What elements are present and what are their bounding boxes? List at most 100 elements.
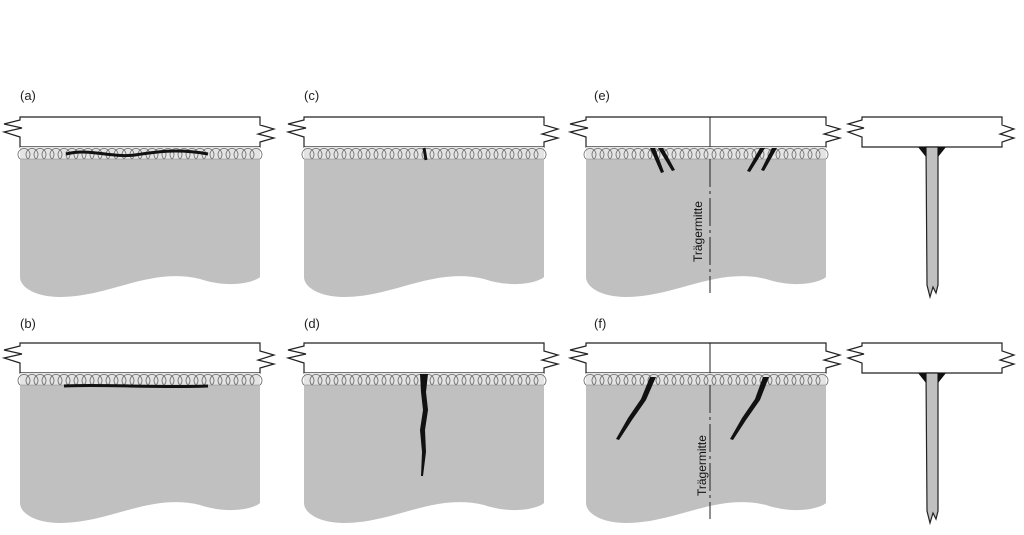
weld-ripple (695, 374, 709, 386)
weld-ripple (469, 374, 483, 386)
weld-ripple (193, 148, 207, 160)
weld-ripple (791, 374, 805, 386)
weld-ripple (153, 374, 167, 386)
beam-elevation-f (567, 342, 843, 523)
weld-ripple (381, 374, 395, 386)
weld-bead (583, 373, 829, 386)
xsec-flange (845, 116, 1017, 148)
weld-ripple (365, 148, 379, 160)
weld-ripple (137, 374, 151, 386)
cross-section-bottom (845, 342, 1017, 526)
weld-ripple (241, 374, 255, 386)
weld-ripple (89, 148, 103, 160)
weld-ripple (49, 148, 63, 160)
weld-ripple (429, 148, 443, 160)
weld-ripple (727, 148, 741, 160)
weld-ripple (799, 148, 813, 160)
weld-ripple (225, 148, 239, 160)
weld-ripple (445, 148, 459, 160)
weld-ripple (97, 374, 111, 386)
weld-ripple (349, 148, 363, 160)
weld-ripple (65, 374, 79, 386)
weld-ripple (113, 374, 127, 386)
weld-ripple (201, 148, 215, 160)
weld-ripple (775, 148, 789, 160)
weld-ripple (357, 148, 371, 160)
flange-plate (1, 342, 277, 374)
weld-ripple (129, 374, 143, 386)
xsec-web (925, 372, 939, 526)
weld-ripple (501, 374, 515, 386)
weld-ripple (711, 374, 725, 386)
weld-ripple (233, 374, 247, 386)
weld-ripple (57, 148, 71, 160)
web-plate (304, 147, 544, 297)
panel-label-b: (b) (20, 316, 36, 331)
web-plate (586, 147, 826, 297)
weld-ripple (17, 148, 31, 160)
weld-ripple (73, 374, 87, 386)
weld-ripple (217, 148, 231, 160)
weld-ripple (477, 148, 491, 160)
flange-plate (285, 342, 561, 374)
weld-ripple (591, 148, 605, 160)
weld-ripple (607, 148, 621, 160)
weld-ripple (81, 148, 95, 160)
weld-ripple (719, 148, 733, 160)
panel-label-e: (e) (594, 88, 610, 103)
weld-ripple (501, 148, 515, 160)
weld-ripple (333, 374, 347, 386)
panel-b: (b) (1, 316, 277, 523)
cross-section-top (845, 116, 1017, 300)
weld-ripple (437, 148, 451, 160)
crack-b (63, 383, 209, 389)
xsec-weld-left (918, 373, 926, 383)
weld-ripple (333, 148, 347, 160)
weld-ripple (687, 374, 701, 386)
weld-ripple (735, 148, 749, 160)
weld-ripple (397, 148, 411, 160)
flange-plate (567, 116, 843, 148)
weld-ripple (437, 374, 451, 386)
weld-ripple (461, 374, 475, 386)
web-plate (20, 147, 260, 297)
panel-a: (a) (1, 88, 277, 297)
beam-elevation-b (1, 342, 277, 523)
weld-ripple (517, 148, 531, 160)
panel-label-d: (d) (304, 316, 320, 331)
weld-ripple (241, 148, 255, 160)
weld-ripple (89, 374, 103, 386)
weld-ripple (373, 148, 387, 160)
crack-a (65, 149, 209, 158)
panel-d: (d) (285, 316, 561, 523)
weld-ripple (631, 148, 645, 160)
weld-ripple (57, 374, 71, 386)
weld-ripple (209, 148, 223, 160)
weld-ripple (169, 148, 183, 160)
weld-ripple (161, 148, 175, 160)
weld-ripple (81, 374, 95, 386)
weld-ripple (583, 374, 597, 386)
crack-c (422, 147, 428, 161)
weld-ripple (703, 374, 717, 386)
axis-label-e: Trägermitte (691, 201, 705, 262)
weld-ripple (623, 148, 637, 160)
weld-ripple (815, 374, 829, 386)
weld-ripple (445, 374, 459, 386)
weld-ripple (389, 374, 403, 386)
weld-ripple (33, 148, 47, 160)
weld-ripple (493, 374, 507, 386)
weld-ripple (25, 148, 39, 160)
weld-ripple (807, 148, 821, 160)
weld-ripple (225, 374, 239, 386)
weld-ripple (671, 148, 685, 160)
weld-ripple (727, 374, 741, 386)
weld-ripple (767, 374, 781, 386)
panel-label-a: (a) (20, 88, 36, 103)
weld-ripple (65, 148, 79, 160)
xsec-web (925, 146, 939, 300)
weld-ripple (349, 374, 363, 386)
weld-ripple (317, 148, 331, 160)
weld-ripple (679, 148, 693, 160)
